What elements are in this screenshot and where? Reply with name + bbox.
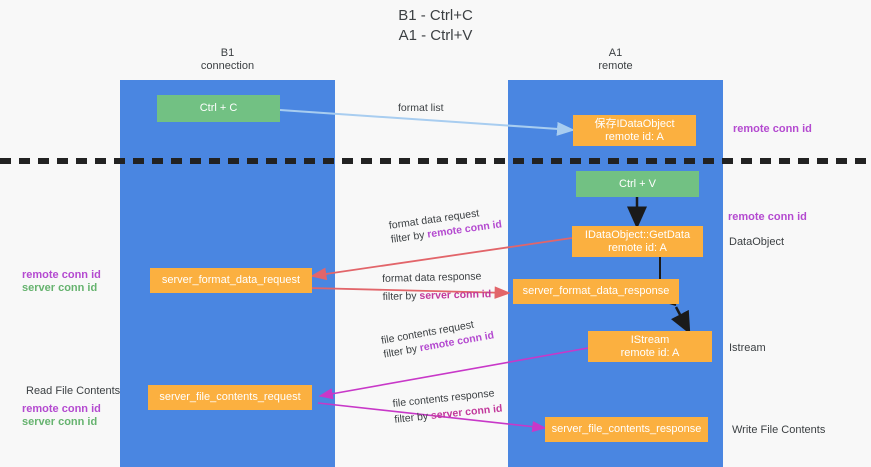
annotation-read-file-contents: Read File Contents [26,385,121,397]
filter-value-server-conn-id: server conn id [419,288,492,303]
box-server-file-contents-request[interactable]: server_file_contents_request [148,385,312,410]
lane-header-b1: B1 connection [200,47,255,72]
filter-prefix: filter by [382,290,420,303]
page-title: B1 - Ctrl+C A1 - Ctrl+V [398,7,473,44]
annotation-left-remote-conn-id-bottom: remote conn id [22,403,101,415]
box-save-idataobject[interactable]: 保存IDataObject remote id: A [573,115,696,146]
edge-label-format-data-response-line2: filter by server conn id [382,287,491,304]
box-server-file-contents-response[interactable]: server_file_contents_response [545,417,708,442]
annotation-write-file-contents: Write File Contents [732,424,826,436]
annotation-left-server-conn-id-bottom: server conn id [22,416,98,428]
box-istream[interactable]: IStream remote id: A [588,331,712,362]
phase-divider [0,158,871,164]
edge-label-format-data-request: format data request filter by remote con… [388,203,503,246]
annotation-remote-conn-id-mid: remote conn id [728,211,807,223]
edge-label-format-data-response-line1: format data response [382,270,482,285]
annotation-istream: Istream [729,342,766,354]
lane-header-a1: A1 remote [598,47,633,72]
edge-label-file-contents-response: file contents response filter by server … [392,386,503,427]
edge-label-format-data-response: format data response filter by server co… [382,269,491,304]
box-server-format-data-response[interactable]: server_format_data_response [513,279,679,304]
filter-prefix: filter by [393,410,432,426]
edge-label-format-list: format list [398,102,444,114]
box-idataobject-getdata[interactable]: IDataObject::GetData remote id: A [572,226,703,257]
annotation-dataobject: DataObject [729,236,785,248]
annotation-left-server-conn-id-mid: server conn id [22,282,98,294]
edge-label-file-contents-request: file contents request filter by remote c… [380,315,495,362]
filter-prefix: filter by [390,228,429,246]
box-server-format-data-request[interactable]: server_format_data_request [150,268,312,293]
box-ctrl-c[interactable]: Ctrl + C [157,95,280,122]
box-ctrl-v[interactable]: Ctrl + V [576,171,699,197]
annotation-left-remote-conn-id-mid: remote conn id [22,269,101,281]
annotation-remote-conn-id-top: remote conn id [733,123,812,135]
